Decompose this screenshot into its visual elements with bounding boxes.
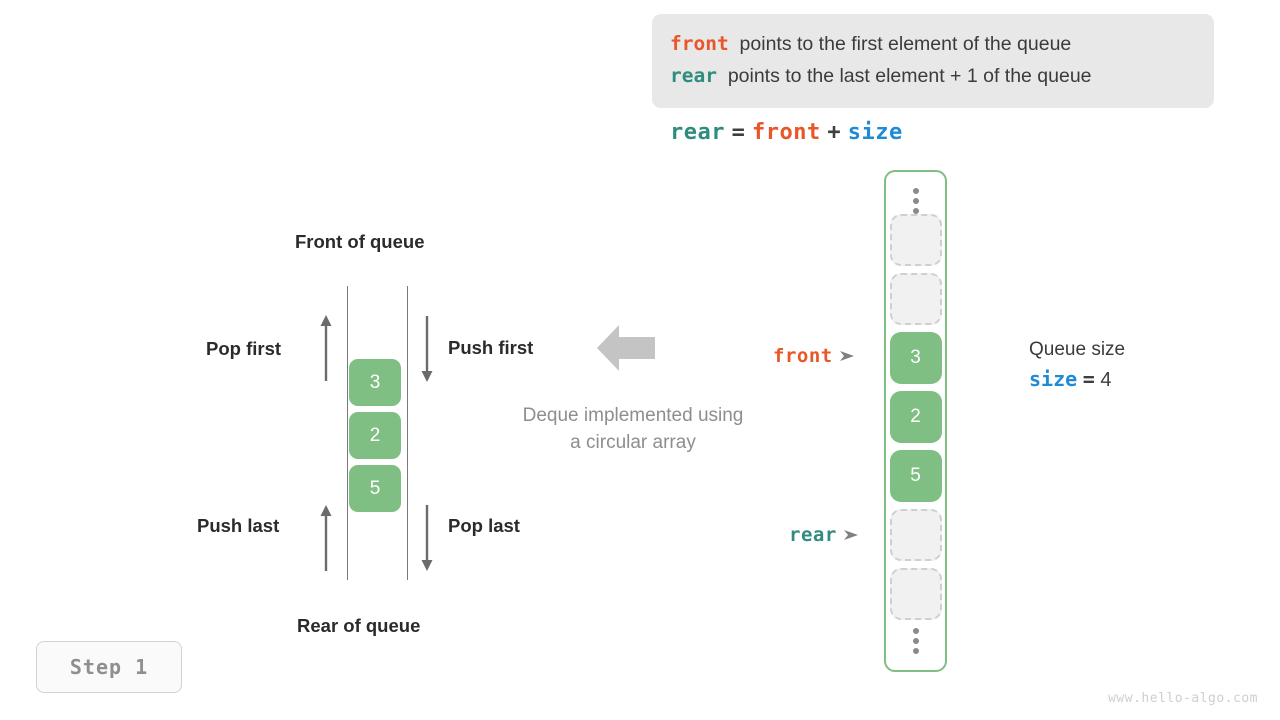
arrow-down-pop-last-icon [421, 505, 433, 571]
array-slot: 3 [889, 332, 942, 384]
push-first-label: Push first [448, 337, 534, 358]
front-of-queue-label: Front of queue [295, 231, 425, 252]
note-line-1: Deque implemented using [522, 405, 744, 426]
note-line-2: a circular array [570, 432, 696, 453]
formula-plus: + [827, 120, 842, 145]
arrow-up-pop-first-icon [320, 315, 332, 381]
array-slot [889, 509, 942, 561]
array-slot: 5 [889, 450, 942, 502]
callout-text-rear: points to the last element + 1 of the qu… [727, 65, 1092, 87]
callout-line-rear: rear points to the last element + 1 of t… [670, 60, 1196, 92]
vertical-ellipsis-icon [912, 628, 919, 654]
array-slot: 2 [889, 391, 942, 443]
arrow-down-push-first-icon [421, 316, 433, 382]
arrow-right-pointer-icon [843, 530, 858, 540]
deque-rail-right [407, 286, 408, 580]
array-slot-list: 3 2 5 [886, 214, 945, 627]
arrow-left-mapping-icon [597, 325, 655, 371]
formula-equals: = [731, 120, 746, 145]
front-pointer-label: front [773, 345, 833, 367]
size-equals: = [1082, 367, 1095, 391]
vertical-ellipsis-icon [912, 188, 919, 214]
rear-formula: rear = front + size [670, 119, 903, 145]
deque-implementation-note: Deque implemented using a circular array [493, 402, 773, 456]
formula-lhs: rear [670, 120, 725, 145]
formula-operand-size: size [847, 120, 903, 145]
queue-size-info: Queue size size = 4 [1029, 337, 1125, 396]
step-badge: Step 1 [36, 641, 182, 693]
circular-array-container: 3 2 5 [884, 170, 947, 672]
callout-term-rear: rear [670, 64, 717, 87]
formula-operand-front: front [751, 120, 821, 145]
push-last-label: Push last [197, 515, 280, 536]
deque-cell: 5 [349, 465, 401, 512]
deque-cell-stack: 3 2 5 [349, 359, 401, 518]
callout-text-front: points to the first element of the queue [739, 33, 1072, 55]
array-slot [889, 568, 942, 620]
deque-cell: 2 [349, 412, 401, 459]
rear-pointer: rear [789, 524, 860, 546]
deque-rail-left [347, 286, 348, 580]
front-pointer: front [773, 345, 856, 367]
size-variable: size [1029, 367, 1078, 391]
rear-pointer-label: rear [789, 524, 837, 546]
array-slot [889, 273, 942, 325]
queue-size-title: Queue size [1029, 339, 1126, 360]
deque-cell: 3 [349, 359, 401, 406]
pop-first-label: Pop first [206, 338, 282, 359]
rear-of-queue-label: Rear of queue [297, 615, 421, 636]
callout-line-front: front points to the first element of the… [670, 28, 1196, 60]
watermark: www.hello-algo.com [1108, 691, 1258, 706]
callout-term-front: front [670, 32, 729, 55]
size-value: 4 [1100, 369, 1112, 391]
step-badge-label: Step 1 [69, 655, 149, 679]
pointer-explanation-callout: front points to the first element of the… [652, 14, 1214, 108]
queue-size-expression: size = 4 [1029, 363, 1125, 396]
array-slot [889, 214, 942, 266]
arrow-right-pointer-icon [839, 351, 854, 361]
pop-last-label: Pop last [448, 515, 520, 536]
arrow-up-push-last-icon [320, 505, 332, 571]
